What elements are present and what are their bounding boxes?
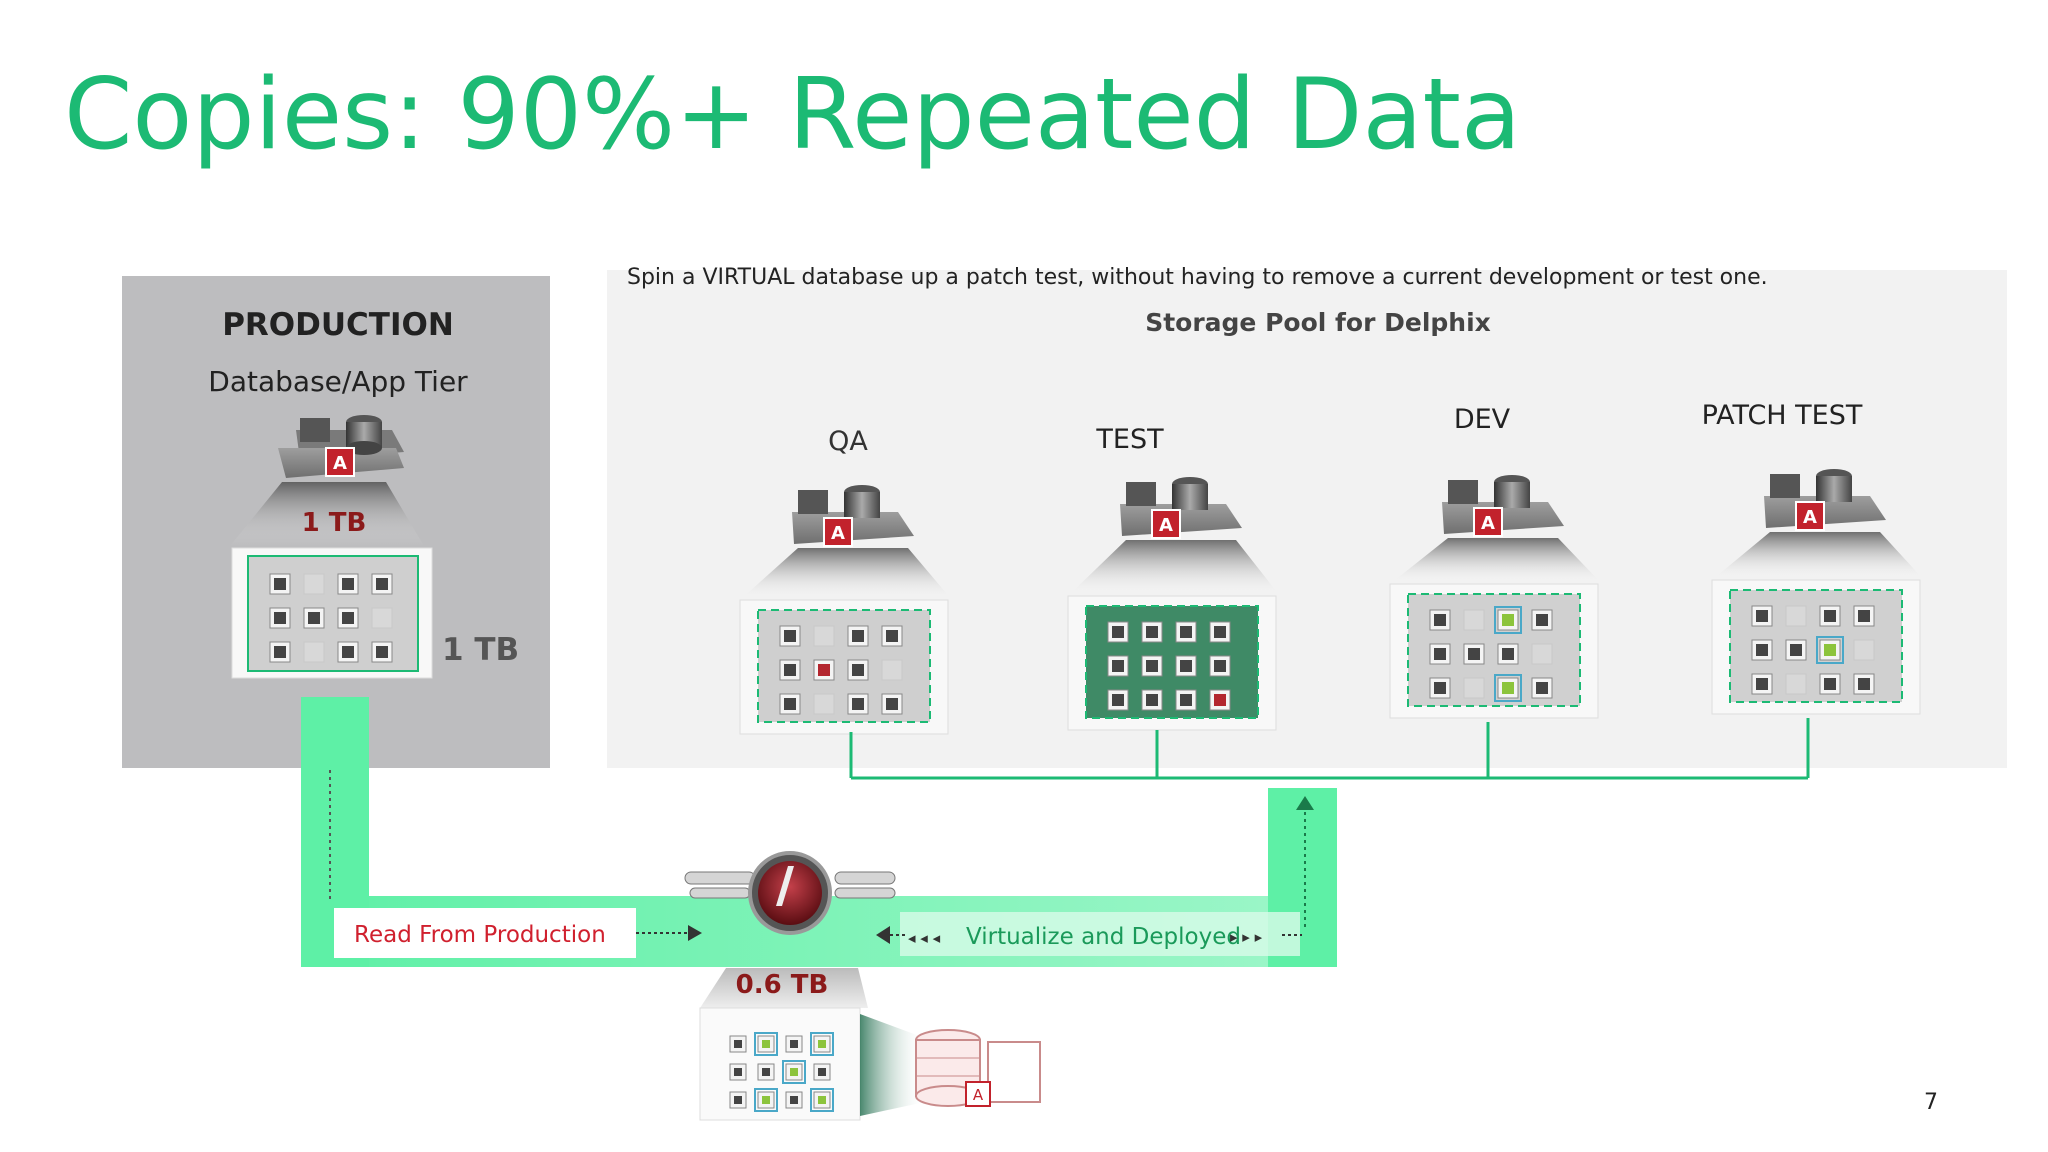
- engine-disk-beam: [860, 1014, 925, 1116]
- read-label-box: [334, 908, 636, 958]
- svg-text:A: A: [831, 523, 845, 544]
- engine-storage-array: [699, 1007, 861, 1121]
- storage-beam: [230, 482, 424, 546]
- engine-beam: [700, 968, 868, 1008]
- storage-block: [303, 573, 325, 595]
- env-label-test: TEST: [1095, 424, 1164, 455]
- svg-text:A: A: [1481, 513, 1495, 534]
- database-server-icon: A: [1764, 469, 1886, 531]
- env-qa-group: A: [739, 485, 952, 735]
- storage-block: [371, 607, 393, 629]
- svg-text:A: A: [333, 453, 347, 474]
- engine-block-grid: [729, 1032, 834, 1112]
- virtualize-and-deployed-label: Virtualize and Deployed: [966, 924, 1241, 950]
- oracle-a-icon: [965, 1081, 991, 1107]
- right-arrows: ▸ ▸ ▸: [1230, 928, 1263, 946]
- storage-block: [303, 641, 325, 663]
- production-tier-label: Database/App Tier: [208, 365, 468, 398]
- production-heading: PRODUCTION: [222, 307, 454, 343]
- storage-block: [813, 625, 835, 647]
- storage-block: [881, 659, 903, 681]
- database-server-icon: A: [792, 485, 914, 547]
- storage-block: [1463, 677, 1485, 699]
- database-server-icon: A: [278, 415, 404, 478]
- storage-block: [1463, 609, 1485, 631]
- pool-heading: Storage Pool for Delphix: [1145, 308, 1491, 337]
- engine-size-label: 0.6 TB: [736, 970, 829, 1000]
- env-connector-lines: [849, 718, 1810, 780]
- production-panel: PRODUCTION Database/App Tier A 1 TB 1 TB: [122, 276, 550, 768]
- read-from-production-label: Read From Production: [354, 922, 606, 948]
- env-label-qa: QA: [828, 426, 868, 457]
- left-arrows: ◂ ◂ ◂: [908, 929, 941, 947]
- page-number: 7: [1924, 1090, 1938, 1115]
- production-size-top: 1 TB: [302, 508, 367, 538]
- delphix-engine-icon: [684, 851, 896, 935]
- storage-beam: [740, 548, 952, 600]
- database-server-icon: A: [1442, 475, 1564, 537]
- env-dev-group: A: [1389, 475, 1602, 719]
- storage-block: [1853, 639, 1875, 661]
- svg-text:A: A: [1803, 507, 1817, 528]
- storage-beam: [1068, 540, 1280, 596]
- pool-caption: Spin a VIRTUAL database up a patch test,…: [627, 265, 1768, 290]
- env-test-group: A: [1067, 477, 1280, 731]
- storage-block: [1531, 643, 1553, 665]
- storage-beam: [1712, 532, 1924, 580]
- env-patch-test-group: A: [1711, 469, 1924, 715]
- svg-text:A: A: [1159, 515, 1173, 536]
- storage-beam: [1390, 538, 1602, 584]
- production-size-side: 1 TB: [442, 632, 519, 668]
- production-block-grid: [269, 573, 393, 663]
- database-server-icon: A: [1120, 477, 1242, 539]
- storage-block: [813, 693, 835, 715]
- slide-title: Copies: 90%+ Repeated Data: [64, 58, 1522, 172]
- storage-block: [1785, 673, 1807, 695]
- virtualize-label-box: [900, 912, 1300, 956]
- env-label-dev: DEV: [1454, 404, 1511, 435]
- env-label-patch-test: PATCH TEST: [1702, 400, 1863, 431]
- storage-pool-panel: Spin a VIRTUAL database up a patch test,…: [607, 265, 2007, 780]
- svg-text:A: A: [973, 1086, 984, 1104]
- storage-block: [1785, 605, 1807, 627]
- engine-database-icon: A: [915, 1029, 1041, 1107]
- production-storage-array: [231, 547, 433, 679]
